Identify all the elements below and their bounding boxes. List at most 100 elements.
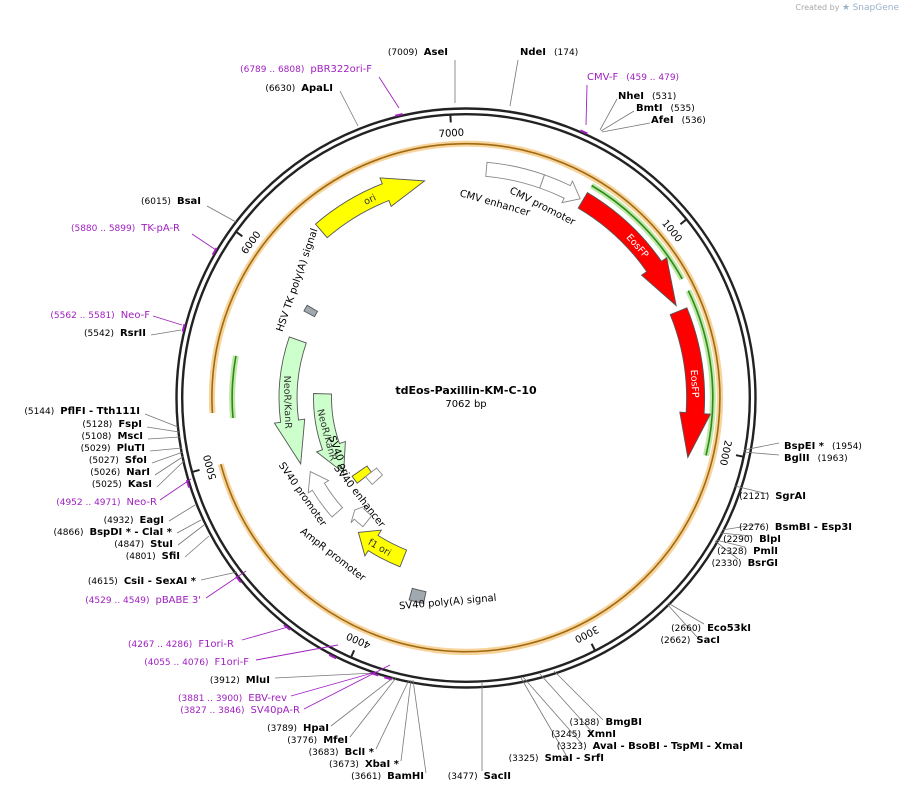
site-label[interactable]: (4932)EagI <box>104 515 164 526</box>
site-label[interactable]: AfeI(536) <box>651 115 706 126</box>
site-leader-line <box>667 602 705 625</box>
site-label[interactable]: (5128)FspI <box>82 419 142 430</box>
primer-leader-line <box>241 626 289 641</box>
tick-mark <box>349 649 356 659</box>
site-leader-line <box>149 447 183 452</box>
site-label[interactable]: (5542)RsrII <box>84 328 146 339</box>
site-name: CsiI - SexAI * <box>124 576 197 587</box>
site-label[interactable]: (3661)BamHI <box>351 771 424 782</box>
primer-label[interactable]: F1ori-R(4267 .. 4286) <box>128 639 234 650</box>
feature-sv40-ori <box>351 465 373 484</box>
site-label[interactable]: (3188)BmgBI <box>570 717 642 728</box>
primer-name: pBR322ori-F <box>310 64 372 75</box>
primer-label[interactable]: CMV-F(459 .. 479) <box>587 72 679 83</box>
site-leader-line <box>601 122 651 133</box>
green-arc-1 <box>591 184 683 280</box>
annotation-arcs <box>208 140 724 655</box>
site-label[interactable]: BglII(1963) <box>784 453 848 464</box>
primer-label[interactable]: Neo-R(4952 .. 4971) <box>56 497 157 508</box>
site-leader-line <box>666 603 698 638</box>
primer-label[interactable]: pBABE 3'(4529 .. 4549) <box>85 595 201 606</box>
site-label[interactable]: (3325)SmaI - SrfI <box>509 753 604 764</box>
tick-label: 5000 <box>202 453 219 480</box>
site-label[interactable]: (4847)StuI <box>114 539 173 550</box>
plasmid-length: 7062 bp <box>445 399 486 410</box>
site-label[interactable]: (6015)BsaI <box>141 196 201 207</box>
site-label[interactable]: (3912)MluI <box>210 675 270 686</box>
site-label[interactable]: (3789)HpaI <box>267 723 329 734</box>
site-label[interactable]: (5108)MscI <box>82 431 144 442</box>
site-label[interactable]: (2328)PmlI <box>717 546 778 557</box>
site-label[interactable]: (2276)BsmBI - Esp3I <box>739 522 852 533</box>
site-label[interactable]: NheI(531) <box>618 91 676 102</box>
site-label[interactable]: (2662)SacI <box>660 635 720 646</box>
site-name: MluI <box>246 675 270 686</box>
site-label[interactable]: (3776)MfeI <box>287 735 348 746</box>
primer-label[interactable]: pBR322ori-F(6789 .. 6808) <box>240 64 372 75</box>
site-position: (3188) <box>570 718 600 728</box>
site-label[interactable]: (3245)XmnI <box>551 729 616 740</box>
site-label[interactable]: (5144)PflFI - Tth111I <box>24 406 140 417</box>
site-label[interactable]: (2330)BsrGI <box>712 558 778 569</box>
primer-mark <box>211 247 218 256</box>
site-label[interactable]: (2121)SgrAI <box>739 491 806 502</box>
feature-label: HSV TK poly(A) signal <box>275 227 321 333</box>
site-name: MfeI <box>323 735 348 746</box>
site-label[interactable]: (3683)BclI * <box>309 747 375 758</box>
site-leader-line <box>206 205 237 223</box>
site-label[interactable]: (5025)KasI <box>92 479 152 490</box>
site-name: HpaI <box>303 723 329 734</box>
site-position: (2121) <box>739 492 769 502</box>
feature-neor-kanr <box>273 336 307 466</box>
feature-sv40-enhancer <box>364 467 384 486</box>
site-name: NarI <box>126 467 150 478</box>
site-name: PmlI <box>753 546 778 557</box>
primer-label[interactable]: Neo-F(5562 .. 5581) <box>50 310 150 321</box>
primer-leader-line <box>378 76 400 109</box>
site-position: (5029) <box>81 444 111 454</box>
site-leader-line <box>349 677 397 738</box>
site-position: (4615) <box>88 577 118 587</box>
site-label[interactable]: (5027)SfoI <box>89 455 147 466</box>
tick-mark <box>735 454 745 458</box>
site-position: (7009) <box>388 48 418 58</box>
site-label[interactable]: (4801)SfiI <box>126 551 180 562</box>
site-leader-line <box>734 485 769 495</box>
primers: pBR322ori-F(6789 .. 6808) CMV-F(459 .. 47… <box>50 64 679 716</box>
site-position: (1954) <box>832 442 862 452</box>
primer-leader-line <box>191 233 217 251</box>
primer-label[interactable]: EBV-rev(3881 .. 3900) <box>178 693 287 704</box>
site-leader-line <box>168 504 196 522</box>
site-leader-line <box>156 459 186 488</box>
site-label[interactable]: (7009)AseI <box>388 47 448 58</box>
site-position: (5026) <box>90 468 120 478</box>
site-leader-line <box>719 532 753 537</box>
site-label[interactable]: (6630)ApaLI <box>265 83 333 94</box>
site-label[interactable]: (3323)AvaI - BsoBI - TspMI - XmaI <box>557 741 743 752</box>
primer-label[interactable]: F1ori-F(4055 .. 4076) <box>144 657 249 668</box>
site-label[interactable]: (3477)SacII <box>448 771 511 782</box>
site-label[interactable]: (5026) NarI <box>90 467 150 478</box>
site-label[interactable]: (4866)BspDI * - ClaI * <box>54 527 173 538</box>
leader-lines <box>144 59 780 774</box>
site-label[interactable]: (4615) CsiI - SexAI * <box>88 576 197 587</box>
primer-name: CMV-F <box>587 72 618 83</box>
site-label[interactable]: (2660)Eco53kI <box>671 623 751 634</box>
feature-ampr-promoter <box>350 504 373 528</box>
site-name: BspEI * <box>784 441 825 452</box>
primer-label[interactable]: SV40pA-R(3827 .. 3846) <box>180 705 300 716</box>
site-label[interactable]: (3673)XbaI * <box>329 759 400 770</box>
site-label[interactable]: BspEI * (1954) <box>784 441 862 452</box>
site-label[interactable]: BmtI(535) <box>636 103 695 114</box>
feature-f1-ori <box>357 529 408 568</box>
site-leader-line <box>177 524 205 546</box>
site-label[interactable]: (5029)PluTI <box>81 443 145 454</box>
site-label[interactable]: NdeI(174) <box>520 47 578 58</box>
feature-eosfp <box>577 191 677 307</box>
primer-label[interactable]: TK-pA-R(5880 .. 5899) <box>71 223 180 234</box>
site-label[interactable]: (2290)BlpI <box>723 534 781 545</box>
primer-leader-line <box>585 84 588 126</box>
site-position: (2662) <box>660 636 690 646</box>
